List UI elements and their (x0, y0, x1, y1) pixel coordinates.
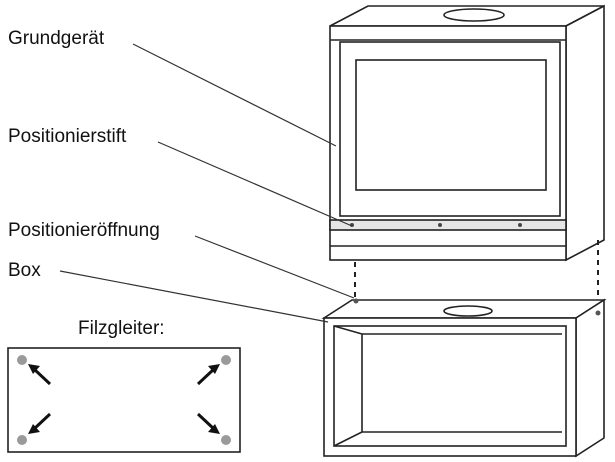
box-positioning-openings (353, 298, 601, 316)
felt-glider-dots (17, 355, 231, 445)
felt-glider-inset (7, 347, 241, 453)
unit-top-opening (443, 8, 505, 22)
felt-dot-top-left (17, 355, 27, 365)
box-inner-opening (333, 325, 567, 447)
box-inner-back (333, 325, 562, 447)
label-positionierstift: Positionierstift (8, 126, 127, 147)
unit-glass-window (355, 59, 547, 191)
label-box: Box (8, 260, 41, 281)
felt-glider-arrows (28, 364, 220, 434)
leader-positionieroeffnung (194, 235, 355, 299)
box-front-frame (323, 317, 577, 457)
leader-box (59, 270, 329, 323)
grundgeraet-unit (329, 4, 605, 262)
label-positionieroeffnung: Positionieröffnung (8, 220, 160, 241)
unit-lower-bar (329, 219, 567, 231)
felt-dot-bottom-left (17, 435, 27, 445)
box-unit (321, 298, 607, 458)
leader-positionierstift (157, 141, 353, 227)
felt-glider-frame (7, 347, 241, 453)
felt-dot-top-right (221, 355, 231, 365)
unit-door-rim (339, 41, 561, 217)
leader-grundgeraet (132, 43, 337, 147)
label-filzgleiter: Filzgleiter: (78, 318, 165, 339)
felt-dot-bottom-right (221, 435, 231, 445)
leader-lines (59, 43, 355, 323)
label-grundgeraet: Grundgerät (8, 28, 105, 49)
box-side-panel (575, 298, 605, 458)
box-top-opening (443, 305, 493, 317)
unit-side-panel (565, 4, 605, 262)
